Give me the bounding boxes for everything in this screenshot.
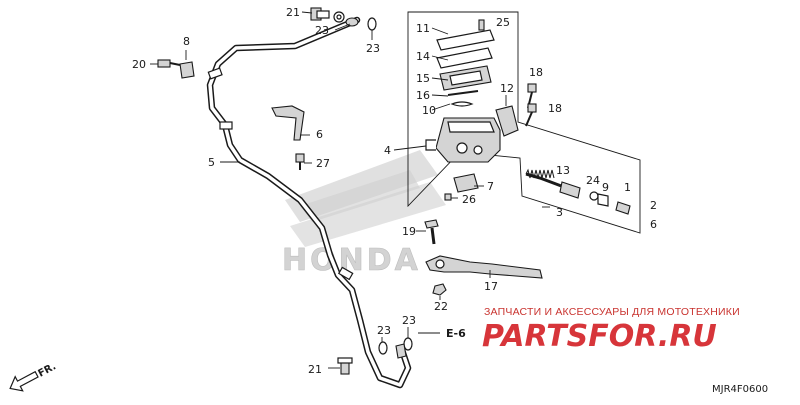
- callout-15: 15: [416, 72, 430, 85]
- callout-27: 27: [316, 157, 330, 170]
- reference-label: E-6: [446, 327, 466, 340]
- banjo-bolt-top: [310, 7, 330, 21]
- callout-23-a: 23: [315, 24, 329, 37]
- switch-screw: [444, 193, 452, 201]
- callout-23-c: 23: [377, 324, 391, 337]
- assembly-bracket-outline: [407, 11, 641, 234]
- lever-pivot-bolt: [424, 219, 439, 245]
- lever-pivot-hole: [435, 259, 445, 269]
- sealing-washer-bottom-a: [378, 341, 388, 355]
- callout-23-d: 23: [402, 314, 416, 327]
- piston: [559, 181, 581, 199]
- callout-11: 11: [416, 22, 430, 35]
- callout-10: 10: [422, 104, 436, 117]
- diaphragm-inner: [449, 70, 483, 86]
- master-cylinder-body: [425, 117, 501, 163]
- piston-cup: [589, 191, 599, 201]
- sealing-washer-top-a-inner: [336, 14, 342, 20]
- boot: [597, 193, 609, 207]
- clutch-lever: [425, 255, 543, 279]
- clamp-bolt: [157, 59, 181, 68]
- callout-4: 4: [384, 144, 391, 157]
- honda-wing-watermark: HONDA: [282, 150, 446, 278]
- push-rod: [615, 201, 631, 215]
- callout-12: 12: [500, 82, 514, 95]
- bracket-bolt: [295, 153, 305, 170]
- honda-wordmark: HONDA: [282, 243, 421, 278]
- sealing-washer-top-b: [367, 17, 377, 31]
- callout-24: 24: [586, 174, 600, 187]
- diaphragm-plate: [436, 47, 493, 69]
- callout-2: 2: [650, 199, 657, 212]
- callout-8: 8: [183, 35, 190, 48]
- callout-6-right: 6: [650, 218, 657, 231]
- callout-18-a: 18: [529, 66, 543, 79]
- piston-spring-coils: [525, 168, 555, 179]
- callout-16: 16: [416, 89, 430, 102]
- callout-20: 20: [132, 58, 146, 71]
- leader-lines: [150, 11, 550, 369]
- callout-1: 1: [624, 181, 631, 194]
- float-loop: [450, 101, 474, 107]
- front-arrow-label: FR.: [36, 361, 58, 379]
- piston-spring: [525, 172, 565, 189]
- callouts: 21 23 23 8 20 11 25 14 15 16 10 12 18 18…: [132, 6, 657, 376]
- clutch-hose: [206, 16, 412, 389]
- callout-17: 17: [484, 280, 498, 293]
- site-tagline: ЗАПЧАСТИ И АКСЕССУАРЫ ДЛЯ МОТОТЕХНИКИ: [484, 306, 740, 318]
- callout-5: 5: [208, 156, 215, 169]
- callout-21-bottom: 21: [308, 363, 322, 376]
- hose-clamp: [179, 61, 195, 79]
- callout-26: 26: [462, 193, 476, 206]
- callout-25: 25: [496, 16, 510, 29]
- callout-18-b: 18: [548, 102, 562, 115]
- reservoir-cap: [436, 29, 495, 51]
- holder-bolt-lower: [525, 103, 537, 127]
- callout-13: 13: [556, 164, 570, 177]
- master-cylinder-holder: [495, 105, 519, 137]
- front-arrow: FR.: [9, 361, 58, 392]
- hose-bracket: [271, 105, 305, 141]
- callout-22: 22: [434, 300, 448, 313]
- lever-nut: [432, 283, 447, 296]
- diagram-code: MJR4F0600: [712, 384, 768, 395]
- site-brand: PARTSFOR.RU: [482, 319, 717, 354]
- front-arrow-icon: [9, 370, 39, 392]
- banjo-fitting-bottom: [395, 343, 407, 359]
- float: [447, 90, 479, 96]
- callout-21-top: 21: [286, 6, 300, 19]
- banjo-bolt-bottom: [337, 357, 353, 375]
- callout-9: 9: [602, 181, 609, 194]
- callout-6: 6: [316, 128, 323, 141]
- callout-19: 19: [402, 225, 416, 238]
- callout-14: 14: [416, 50, 430, 63]
- callout-23-b: 23: [366, 42, 380, 55]
- callout-7: 7: [487, 180, 494, 193]
- callout-3: 3: [556, 206, 563, 219]
- cap-screw: [478, 19, 485, 31]
- clutch-switch: [453, 173, 479, 193]
